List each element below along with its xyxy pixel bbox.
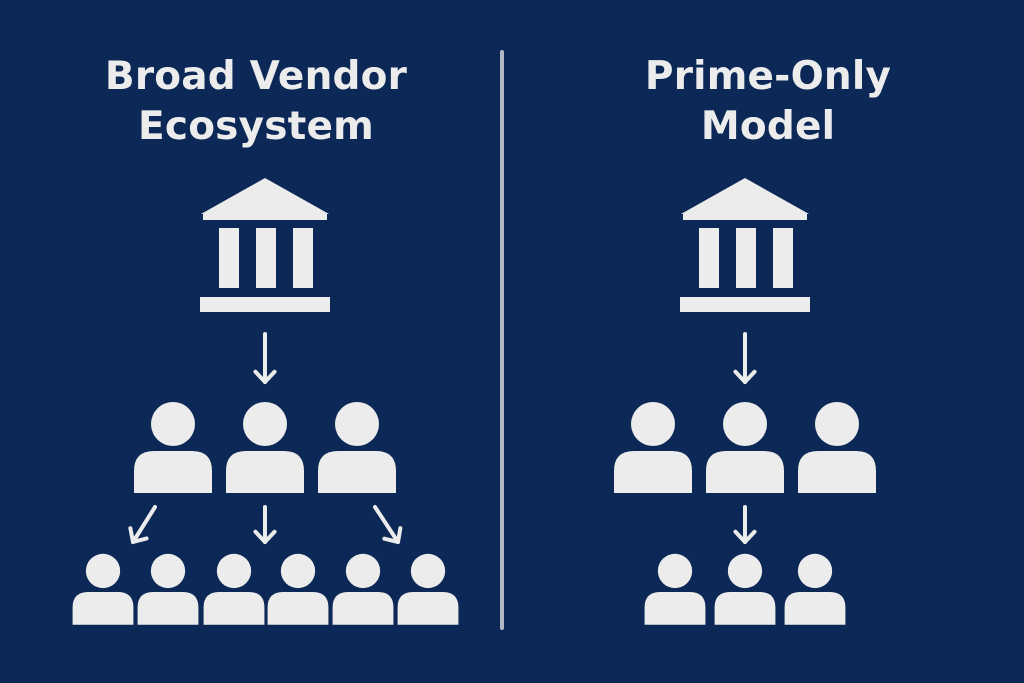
- broad-vendor-arrow-right-icon: [373, 505, 403, 544]
- prime-only-arrow-center-icon: [733, 505, 757, 544]
- prime-only-tier1-person-icon-1: [614, 402, 692, 493]
- broad-vendor-title-line2: Ecosystem: [138, 104, 374, 149]
- broad-vendor-tier1-person-icon-2: [226, 402, 304, 493]
- prime-only-panel: Prime-Only Model: [512, 0, 1024, 683]
- prime-only-tier2-person-icon-1: [644, 553, 706, 625]
- prime-only-title: Prime-Only Model: [512, 52, 1024, 152]
- broad-vendor-title-line1: Broad Vendor: [104, 54, 408, 99]
- prime-only-tier2-person-icon-2: [714, 553, 776, 625]
- broad-vendor-tier2-person-icon-3: [203, 553, 265, 625]
- broad-vendor-tier2-person-icon-6: [397, 553, 459, 625]
- broad-vendor-tier1-person-icon-3: [318, 402, 396, 493]
- prime-only-tier1-person-icon-2: [706, 402, 784, 493]
- broad-vendor-tier2-person-icon-2: [137, 553, 199, 625]
- broad-vendor-arrow-down-icon: [253, 332, 277, 384]
- broad-vendor-tier2-person-icon-5: [332, 553, 394, 625]
- broad-vendor-tier1-person-icon-1: [134, 402, 212, 493]
- broad-vendor-title: Broad Vendor Ecosystem: [0, 52, 512, 152]
- prime-only-arrow-down-icon: [733, 332, 757, 384]
- panel-divider: [500, 50, 504, 630]
- broad-vendor-tier2-person-icon-1: [72, 553, 134, 625]
- broad-vendor-arrow-center-icon: [253, 505, 277, 544]
- prime-only-title-line1: Prime-Only: [644, 54, 892, 99]
- prime-only-institution-icon: [680, 178, 810, 312]
- broad-vendor-panel: Broad Vendor Ecosystem: [0, 52, 512, 152]
- prime-only-tier1-person-icon-3: [798, 402, 876, 493]
- prime-only-title-line2: Model: [700, 104, 836, 149]
- broad-vendor-arrow-left-icon: [128, 505, 157, 544]
- broad-vendor-institution-icon: [200, 178, 330, 312]
- prime-only-tier2-person-icon-3: [784, 553, 846, 625]
- broad-vendor-tier2-person-icon-4: [267, 553, 329, 625]
